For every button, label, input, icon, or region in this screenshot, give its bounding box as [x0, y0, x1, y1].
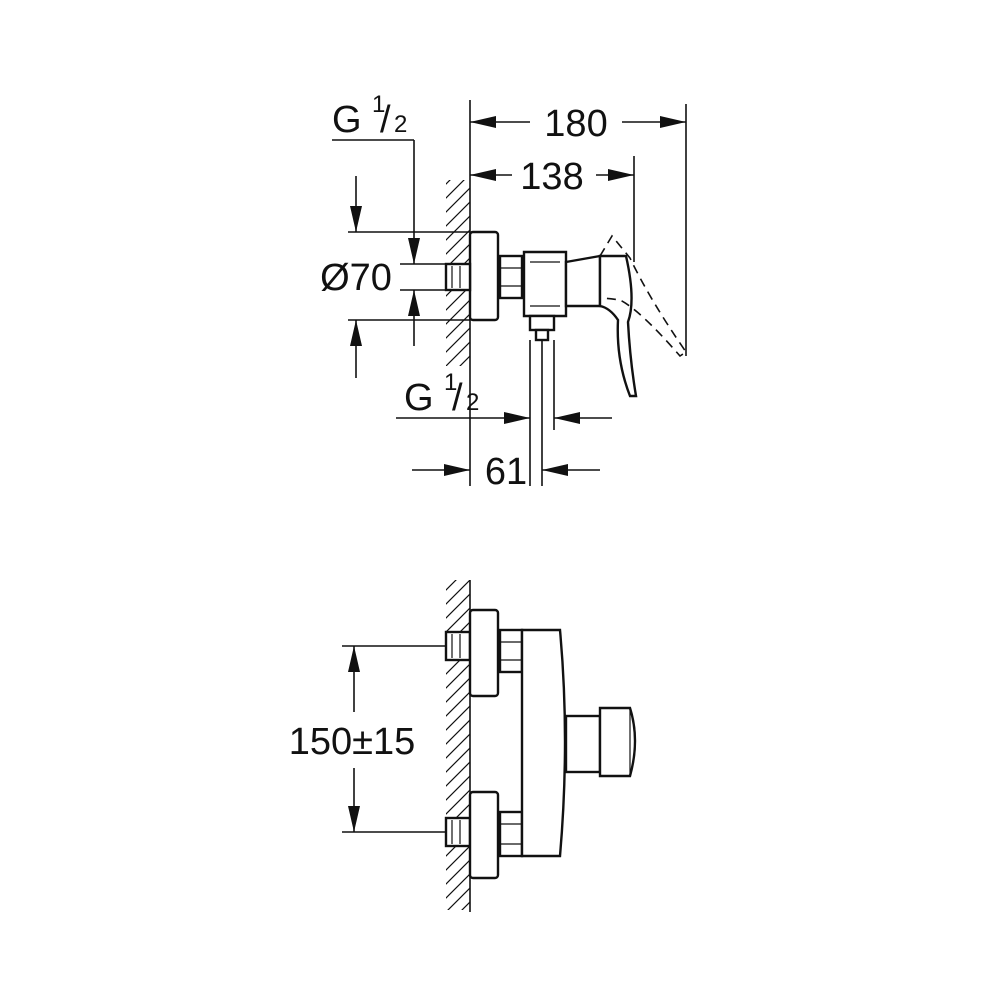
escutcheon: [468, 230, 500, 322]
dimension-61: 61: [412, 340, 600, 493]
inlet-thread-numerator: 1: [372, 91, 385, 118]
dimension-inlet-spacing-label: 150±15: [289, 721, 416, 763]
svg-text:G: G: [404, 377, 434, 419]
dimension-138-label: 138: [520, 156, 583, 198]
wall-hatching-bottom: [446, 580, 471, 912]
front-view: 150±15: [289, 580, 637, 912]
side-view: 180 138 Ø70: [320, 91, 688, 493]
dimension-180-label: 180: [544, 103, 607, 145]
outlet-thread-denominator: 2: [466, 389, 479, 416]
mixer-body-front: [520, 628, 567, 858]
mixer-body-side: [522, 250, 602, 318]
dimension-61-label: 61: [485, 451, 527, 493]
dimension-180: 180: [470, 103, 687, 356]
lever-handle-open-position: [599, 234, 688, 358]
dimension-escutcheon-diameter: Ø70: [320, 176, 470, 378]
union-nut: [498, 254, 524, 300]
wall-hatching-top: [446, 100, 471, 486]
svg-text:G: G: [332, 99, 362, 141]
dimension-138: 138: [470, 156, 635, 262]
outlet-thread-numerator: 1: [444, 369, 457, 396]
outlet-connector: [528, 314, 556, 342]
dimension-diameter-label: Ø70: [320, 257, 392, 299]
lever-handle-front: [564, 706, 637, 778]
inlet-thread-letter: G: [332, 99, 362, 141]
outlet-thread-callout: G 1 / 2: [396, 340, 612, 486]
inlet-thread-denominator: 2: [394, 111, 407, 138]
svg-text:/: /: [380, 99, 391, 141]
svg-text:/: /: [452, 377, 463, 419]
inlet-thread-callout: G 1 / 2: [332, 91, 446, 346]
outlet-thread-letter: G: [404, 377, 434, 419]
inlet-nipple: [444, 262, 472, 292]
lever-handle: [598, 254, 638, 398]
dimension-inlet-spacing: 150±15: [289, 645, 446, 833]
